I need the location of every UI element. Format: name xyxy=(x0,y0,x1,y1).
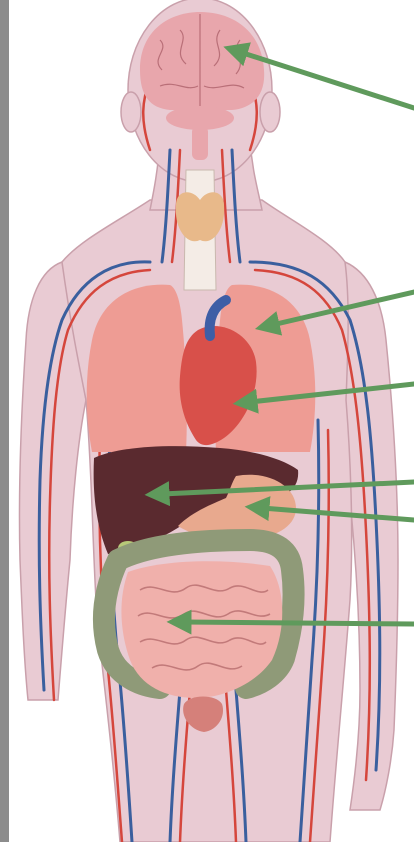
brainstem xyxy=(192,126,208,160)
arrow-small-intestine xyxy=(184,622,414,624)
left-ear xyxy=(121,92,141,132)
right-ear xyxy=(260,92,280,132)
